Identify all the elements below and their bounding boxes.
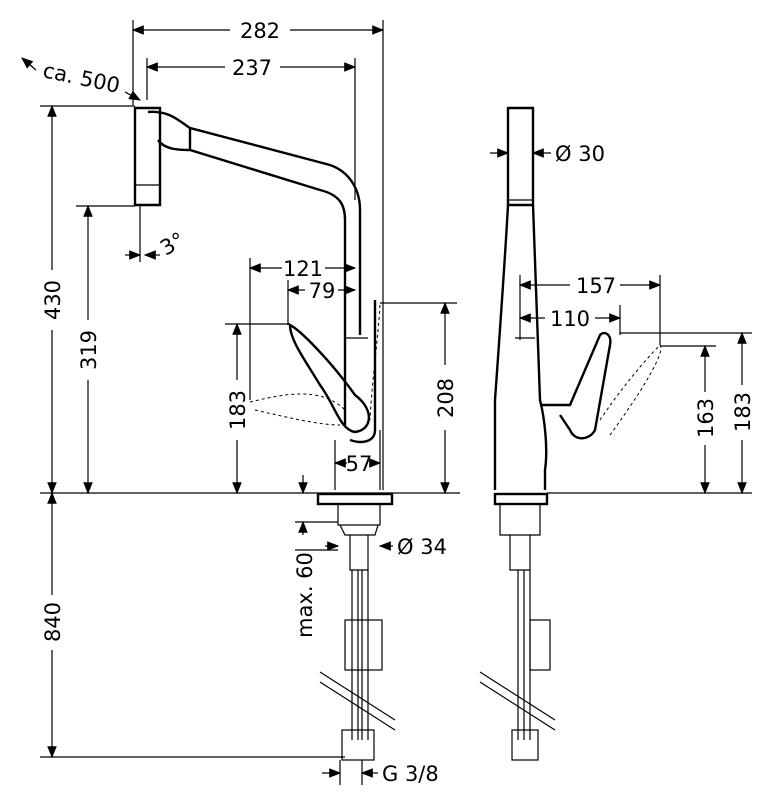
dim-lever-height-high: 183 — [731, 392, 755, 432]
dim-hose-extension: ca. 500 — [41, 58, 122, 98]
dim-width-total: 282 — [240, 19, 280, 43]
dim-mount-hole: Ø 34 — [397, 535, 447, 559]
dim-outlet-height: 319 — [77, 330, 101, 370]
dim-reach: 237 — [232, 56, 272, 80]
dim-lever-depth: 157 — [576, 274, 616, 298]
dim-lever-offset: 79 — [309, 279, 336, 303]
dim-connection: G 3/8 — [382, 762, 439, 786]
dimension-lines — [21, 20, 752, 785]
dim-height-total: 430 — [41, 280, 65, 320]
dim-lever-height-low: 163 — [694, 398, 718, 438]
dim-max-deck-thickness: max. 60 — [293, 552, 317, 638]
front-view-faucet — [133, 106, 396, 761]
dim-base-diameter: 57 — [346, 452, 373, 476]
dim-spray-head-diameter: Ø 30 — [555, 142, 605, 166]
dim-lever-depth-inner: 110 — [550, 307, 590, 331]
side-view-faucet — [479, 106, 662, 761]
dim-hose-length: 840 — [41, 602, 65, 642]
dim-body-height: 208 — [434, 378, 458, 418]
dim-spray-angle: 3° — [156, 228, 189, 261]
dim-lever-height: 183 — [226, 390, 250, 430]
dim-lever-reach: 121 — [283, 257, 323, 281]
